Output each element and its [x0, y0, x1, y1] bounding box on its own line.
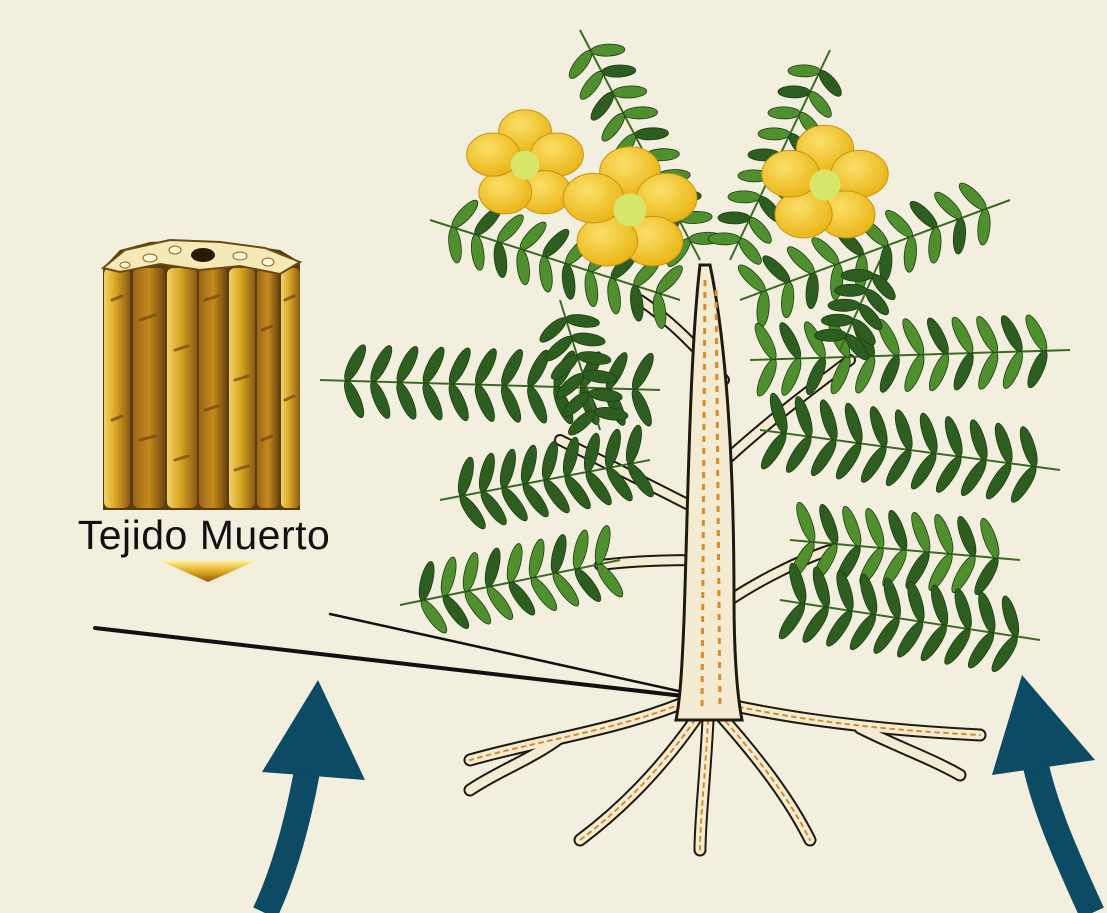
flower-icon — [563, 147, 697, 266]
flower-icon — [762, 125, 888, 238]
frond — [400, 524, 627, 636]
xylem-tissue-block — [103, 240, 300, 510]
pointer-lines — [95, 614, 683, 696]
up-arrow-icon — [262, 680, 365, 913]
roots — [470, 700, 980, 850]
tissue-label: Tejido Muerto — [8, 512, 400, 559]
up-arrow-icon — [992, 675, 1095, 913]
down-arrow-icon — [158, 560, 258, 582]
frond — [757, 391, 1060, 505]
frond — [750, 312, 1070, 398]
